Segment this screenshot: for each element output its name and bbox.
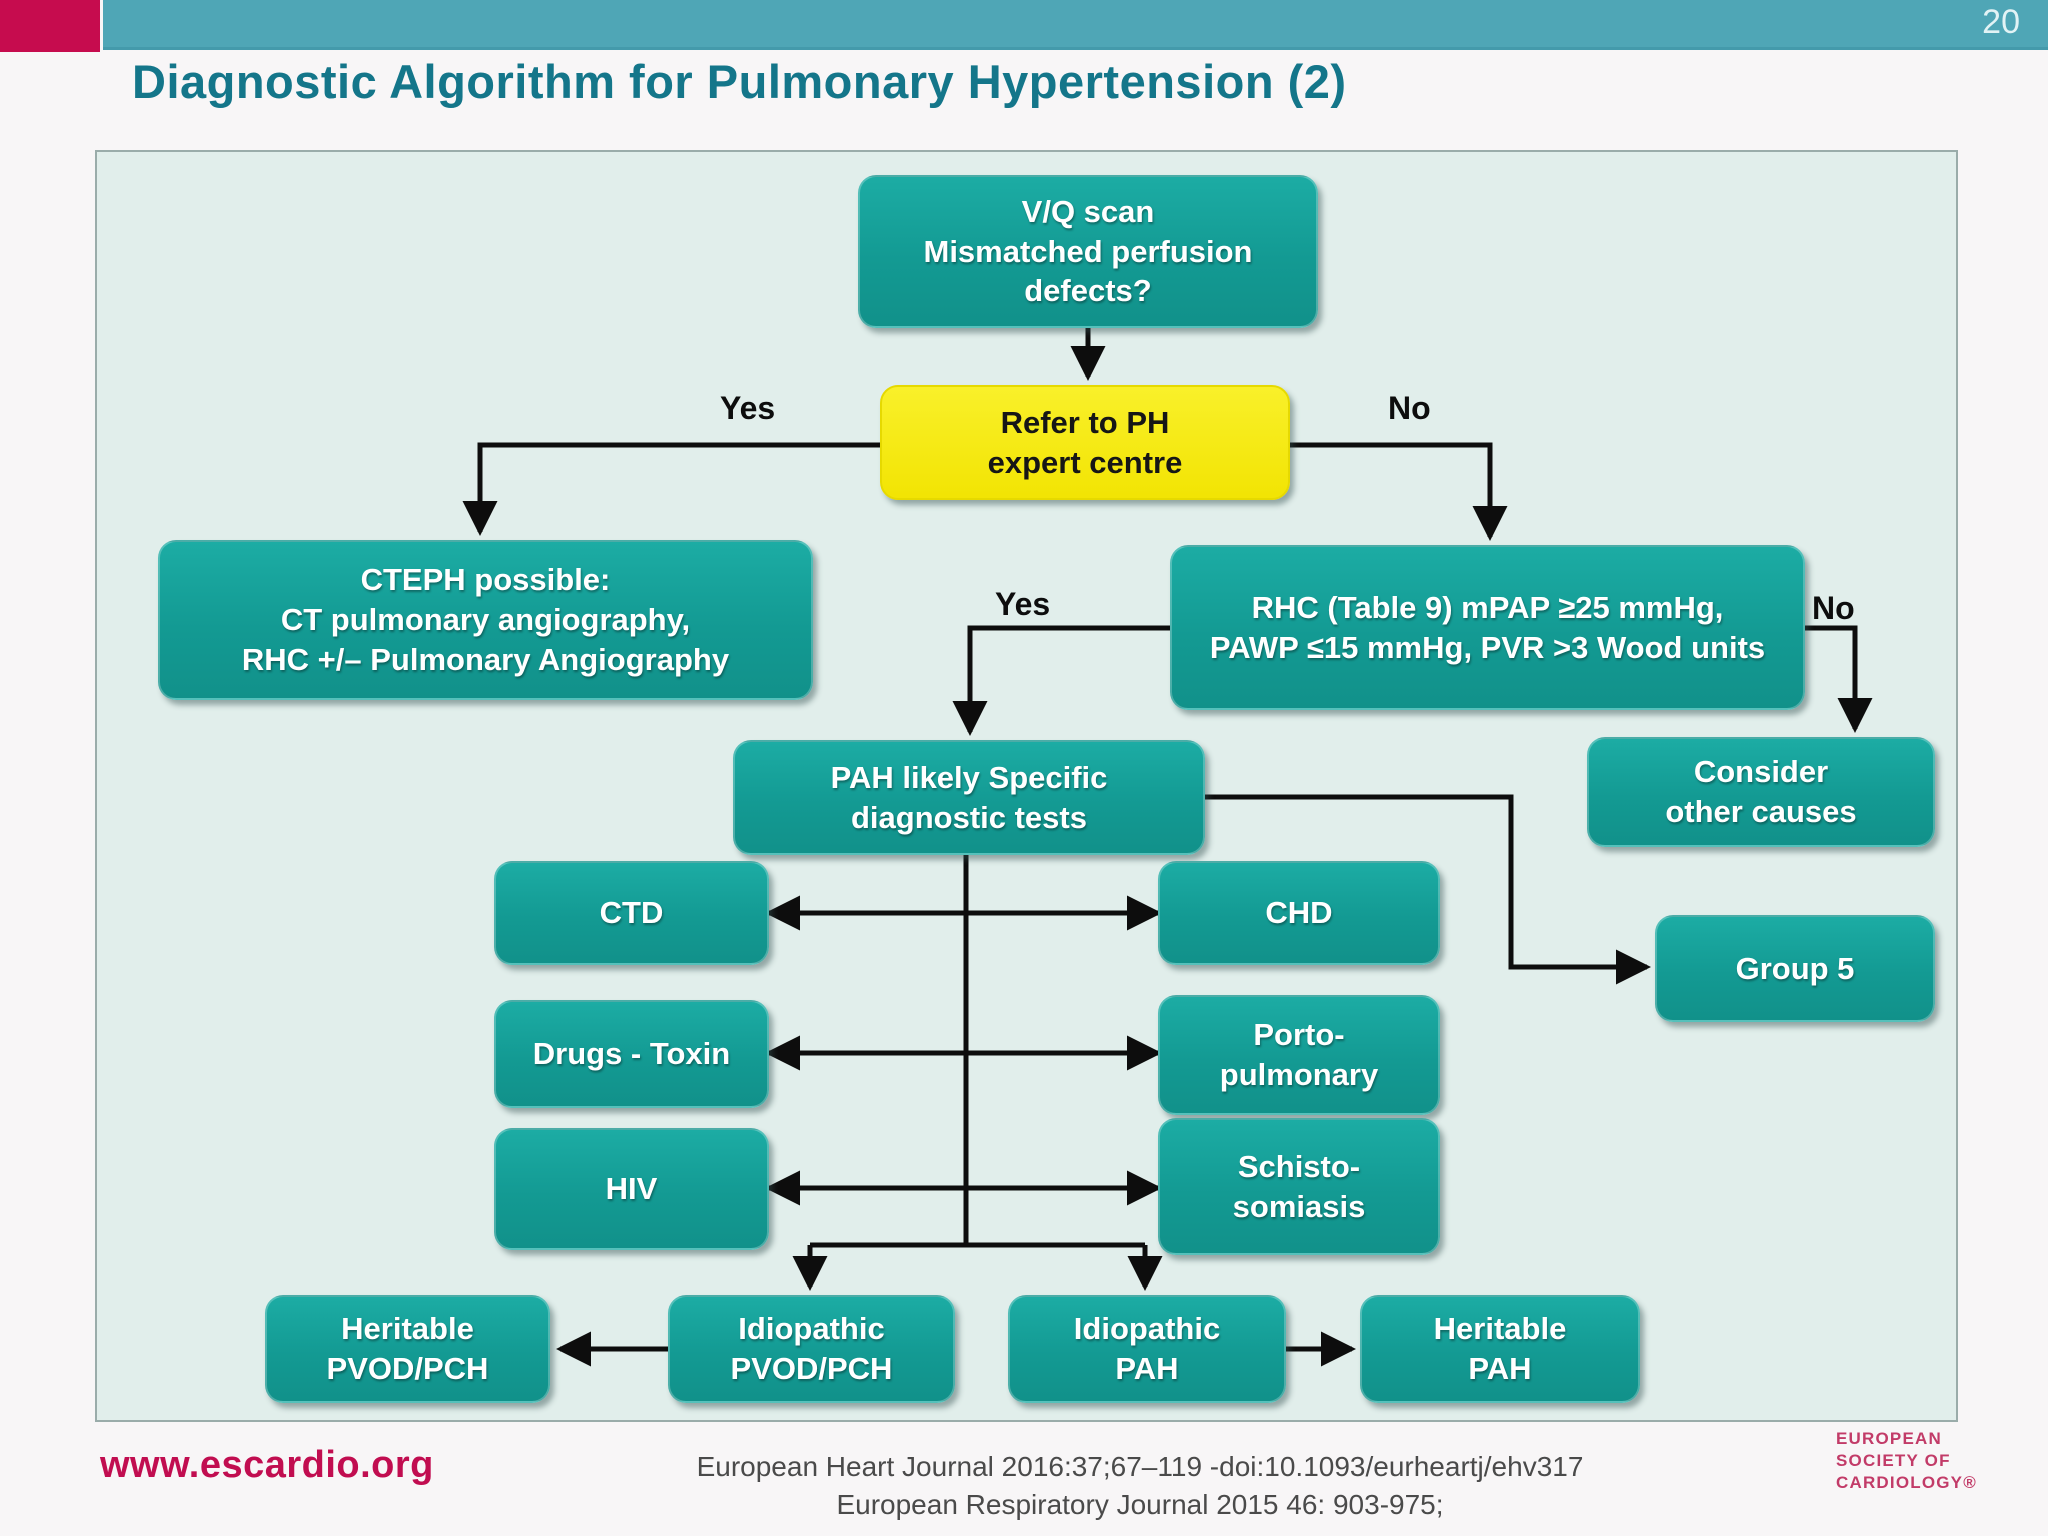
edge-label-no-mid: No bbox=[1812, 590, 1855, 626]
connector-yes-to-cteph bbox=[462, 442, 880, 537]
node-heritable-pvod-pch: Heritable PVOD/PCH bbox=[265, 1295, 550, 1403]
node-rhc-criteria: RHC (Table 9) mPAP ≥25 mmHg, PAWP ≤15 mm… bbox=[1170, 545, 1805, 710]
node-schistosomiasis: Schisto- somiasis bbox=[1158, 1118, 1440, 1255]
node-hiv: HIV bbox=[494, 1128, 769, 1250]
node-pah-likely: PAH likely Specific diagnostic tests bbox=[733, 740, 1205, 855]
esc-logo-line-2: SOCIETY OF bbox=[1836, 1451, 1951, 1470]
corner-accent-square bbox=[0, 0, 100, 52]
node-vq-scan: V/Q scan Mismatched perfusion defects? bbox=[858, 175, 1318, 328]
node-consider-other-causes: Consider other causes bbox=[1587, 737, 1935, 847]
edge-label-yes-top: Yes bbox=[720, 390, 776, 426]
citation: European Heart Journal 2016:37;67–119 -d… bbox=[540, 1448, 1740, 1524]
connector-yes-to-pah-likely bbox=[952, 625, 1170, 737]
node-cteph-possible: CTEPH possible: CT pulmonary angiography… bbox=[158, 540, 813, 700]
node-idiopathic-pah: Idiopathic PAH bbox=[1008, 1295, 1286, 1403]
citation-line-1: European Heart Journal 2016:37;67–119 -d… bbox=[696, 1451, 1584, 1482]
edge-label-yes-mid: Yes bbox=[995, 586, 1051, 622]
node-chd: CHD bbox=[1158, 861, 1440, 965]
edge-label-no-top: No bbox=[1388, 390, 1431, 426]
node-idiopathic-pvod-pch: Idiopathic PVOD/PCH bbox=[668, 1295, 955, 1403]
node-porto-pulmonary: Porto- pulmonary bbox=[1158, 995, 1440, 1115]
page-title: Diagnostic Algorithm for Pulmonary Hyper… bbox=[132, 55, 1347, 108]
esc-logo: EUROPEAN SOCIETY OF CARDIOLOGY® bbox=[1836, 1428, 1977, 1494]
node-refer-ph-expert-centre: Refer to PH expert centre bbox=[880, 385, 1290, 500]
node-group-5: Group 5 bbox=[1655, 915, 1935, 1022]
node-ctd: CTD bbox=[494, 861, 769, 965]
connector-no-to-rhc bbox=[1290, 442, 1508, 542]
esc-logo-line-3: CARDIOLOGY® bbox=[1836, 1473, 1977, 1492]
top-banner bbox=[103, 0, 2048, 50]
connector-no-to-consider bbox=[1805, 625, 1873, 734]
esc-logo-line-1: EUROPEAN bbox=[1836, 1429, 1942, 1448]
connector-pah-to-group5 bbox=[1205, 794, 1652, 985]
citation-line-2: European Respiratory Journal 2015 46: 90… bbox=[836, 1489, 1444, 1520]
escardio-website-link[interactable]: www.escardio.org bbox=[100, 1444, 434, 1486]
page-number: 20 bbox=[1982, 3, 2020, 41]
node-heritable-pah: Heritable PAH bbox=[1360, 1295, 1640, 1403]
node-drugs-toxin: Drugs - Toxin bbox=[494, 1000, 769, 1108]
